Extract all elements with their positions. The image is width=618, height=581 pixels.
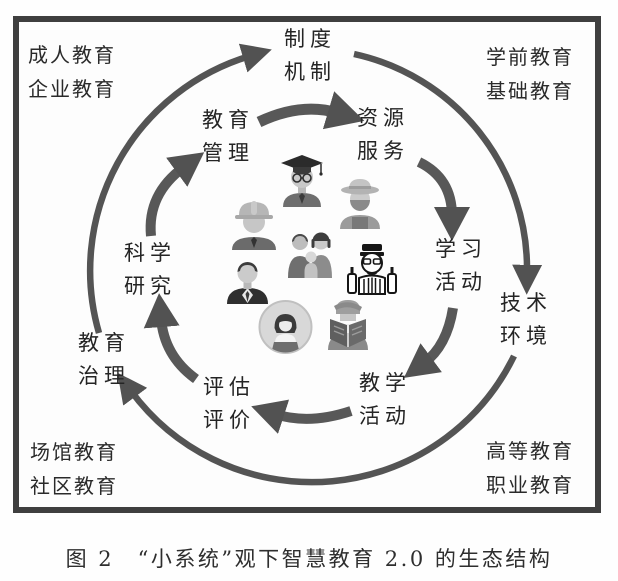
node-scientific-research: 科学 研究 (105, 237, 195, 303)
craftsman-icon (347, 244, 397, 295)
businessman-icon (227, 262, 268, 304)
label-vocational-education: 职业教育 (486, 473, 574, 497)
outer-arc-governance-to-institution (86, 43, 272, 334)
arrow-learning-to-teaching (403, 307, 458, 378)
label-community-education: 社区教育 (30, 474, 118, 498)
node-line: 环境 (500, 324, 552, 348)
label-venue-education: 场馆教育 (30, 440, 118, 464)
corner-label-bottom-left: 场馆教育 社区教育 (30, 435, 118, 503)
label-higher-education: 高等教育 (486, 439, 574, 463)
node-line: 制度 (284, 27, 336, 51)
construction-worker-icon (232, 201, 276, 250)
corner-label-top-right: 学前教育 基础教育 (486, 40, 574, 108)
presenter-icon (258, 300, 313, 354)
graduate-icon (281, 155, 323, 207)
corner-label-top-left: 成人教育 企业教育 (28, 38, 116, 106)
label-adult-education: 成人教育 (28, 43, 116, 67)
node-teaching-activity: 教学 活动 (340, 367, 430, 433)
arrow-research-to-management (145, 152, 205, 237)
label-basic-education: 基础教育 (486, 79, 574, 103)
node-line: 科学 (124, 241, 176, 265)
node-assessment-evaluation: 评估 评价 (184, 371, 274, 437)
figure-caption: 图 2 “小系统”观下智慧教育 2.0 的生态结构 (65, 547, 553, 571)
node-line: 研究 (124, 274, 176, 298)
node-line: 评价 (203, 408, 255, 432)
node-line: 机制 (284, 60, 336, 84)
node-technology-environment: 技术 环境 (481, 287, 571, 353)
arrow-evaluation-to-research (143, 293, 200, 384)
farmer-icon (340, 179, 380, 229)
outer-arc-institution-to-technology (353, 50, 543, 295)
node-institution-mechanism: 制度 机制 (265, 23, 355, 89)
node-line: 教学 (359, 371, 411, 395)
family-icon (288, 232, 332, 278)
reading-student-icon (328, 300, 368, 350)
node-line: 教育 (202, 108, 254, 132)
arrow-management-to-resource (256, 91, 365, 130)
node-line: 管理 (202, 141, 254, 165)
outer-arc-technology-to-governance (117, 354, 517, 486)
label-preschool-education: 学前教育 (486, 45, 574, 69)
node-education-management: 教育 管理 (183, 104, 273, 170)
node-line: 学习 (435, 237, 487, 261)
node-line: 活动 (359, 404, 411, 428)
node-resource-service: 资源 服务 (338, 102, 428, 168)
node-line: 教育 (78, 331, 130, 355)
node-line: 资源 (357, 106, 409, 130)
node-line: 评估 (203, 375, 255, 399)
arrow-teaching-to-evaluation (251, 399, 353, 434)
node-learning-activity: 学习 活动 (416, 233, 506, 299)
label-enterprise-education: 企业教育 (28, 77, 116, 101)
arrow-resource-to-learning (416, 157, 470, 241)
node-education-governance: 教育 治理 (59, 327, 149, 393)
node-line: 服务 (357, 139, 409, 163)
corner-label-bottom-right: 高等教育 职业教育 (486, 434, 574, 502)
node-line: 活动 (435, 270, 487, 294)
node-line: 技术 (500, 291, 552, 315)
node-line: 治理 (78, 364, 130, 388)
